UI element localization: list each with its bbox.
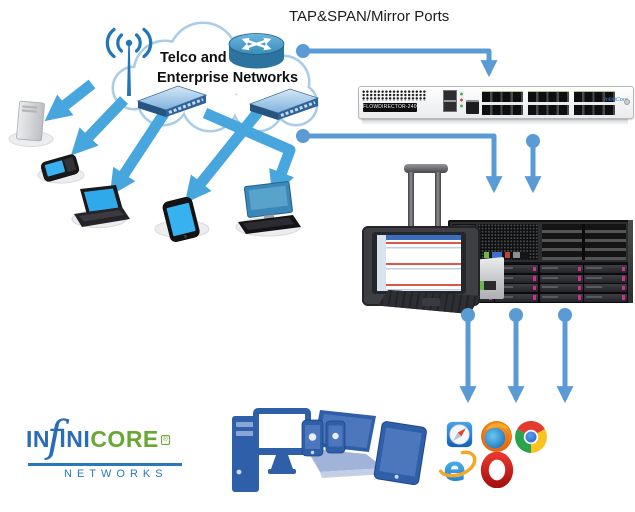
vent-grille xyxy=(362,90,426,101)
sfp-port-group xyxy=(574,91,615,115)
fan-arrows xyxy=(44,79,296,204)
appliance-brand: InfiniCore xyxy=(604,97,628,103)
internet-explorer-icon: e xyxy=(438,450,477,487)
drive-bay xyxy=(495,284,539,293)
drive-bay xyxy=(539,274,583,283)
drive-bay xyxy=(539,293,583,302)
server-vent xyxy=(478,224,538,260)
drive-bay xyxy=(584,284,627,293)
screw xyxy=(624,99,630,105)
server-io-ports xyxy=(484,252,528,258)
analyzer-case xyxy=(362,226,480,306)
logo-part-ini: INI xyxy=(59,426,91,452)
portable-analyzer-icon xyxy=(360,164,482,314)
appliance-reflection xyxy=(362,119,628,125)
status-leds xyxy=(459,91,464,109)
appliance-model-label: FlowDirector-2400 xyxy=(363,103,417,112)
laptop-icon xyxy=(74,185,130,227)
logo-part-f: f xyxy=(47,412,64,462)
drive-bay xyxy=(495,265,539,274)
drive-bay xyxy=(584,265,627,274)
drive-bay xyxy=(584,293,627,302)
trolley-bar xyxy=(408,172,414,230)
router-icon xyxy=(228,33,285,69)
logo-networks: NETWORKS xyxy=(64,468,168,480)
chrome-icon xyxy=(515,421,547,453)
analyzer-trackpad xyxy=(422,298,440,306)
mini-server-ports xyxy=(468,281,496,290)
drive-bay xyxy=(539,265,583,274)
console-port xyxy=(466,100,479,114)
opera-icon xyxy=(480,452,514,488)
registered-mark: ® xyxy=(160,435,171,445)
trolley-bar xyxy=(435,172,441,230)
safari-icon xyxy=(446,421,473,448)
smartphone-icon xyxy=(162,196,200,242)
feature-phone-icon xyxy=(40,154,80,182)
sfp-port-group xyxy=(482,91,523,115)
rack-ear xyxy=(628,220,633,303)
pci-slots xyxy=(542,224,626,260)
drive-bay xyxy=(539,284,583,293)
endpoint-devices-flat xyxy=(232,408,427,492)
drive-bay xyxy=(584,274,627,283)
sfp-port-group xyxy=(528,91,569,115)
logo-underline xyxy=(28,463,182,466)
network-switch-icon xyxy=(248,88,320,120)
network-switch-icon xyxy=(136,85,208,117)
screen-bezel xyxy=(372,232,466,294)
cloud-label-line2: Enterprise Networks xyxy=(157,70,299,86)
drive-bay xyxy=(495,293,539,302)
svg-text:e: e xyxy=(443,450,466,487)
tablet-flat-icon xyxy=(373,421,427,486)
smartphone-flat-icon xyxy=(301,419,324,457)
drive-bay xyxy=(495,274,539,283)
smartphone-flat-icon xyxy=(325,420,346,454)
desktop-computer-icon xyxy=(238,181,301,234)
tap-switch-appliance: FlowDirector-2400 InfiniCore xyxy=(358,86,634,119)
cloud-label-line1: Telco and xyxy=(160,50,227,66)
wifi-antenna-icon xyxy=(105,27,153,96)
tower-pc-icon xyxy=(16,100,45,142)
logo-part-in: IN xyxy=(26,426,50,452)
logo-part-core: CORE xyxy=(90,426,159,452)
analyzer-screen xyxy=(377,235,461,291)
firefox-icon xyxy=(481,421,512,452)
desktop-pc-flat-icon xyxy=(232,408,311,492)
diagram-title: TAP&SPAN/Mirror Ports xyxy=(289,8,450,25)
mgmt-ethernet-ports xyxy=(443,90,457,112)
